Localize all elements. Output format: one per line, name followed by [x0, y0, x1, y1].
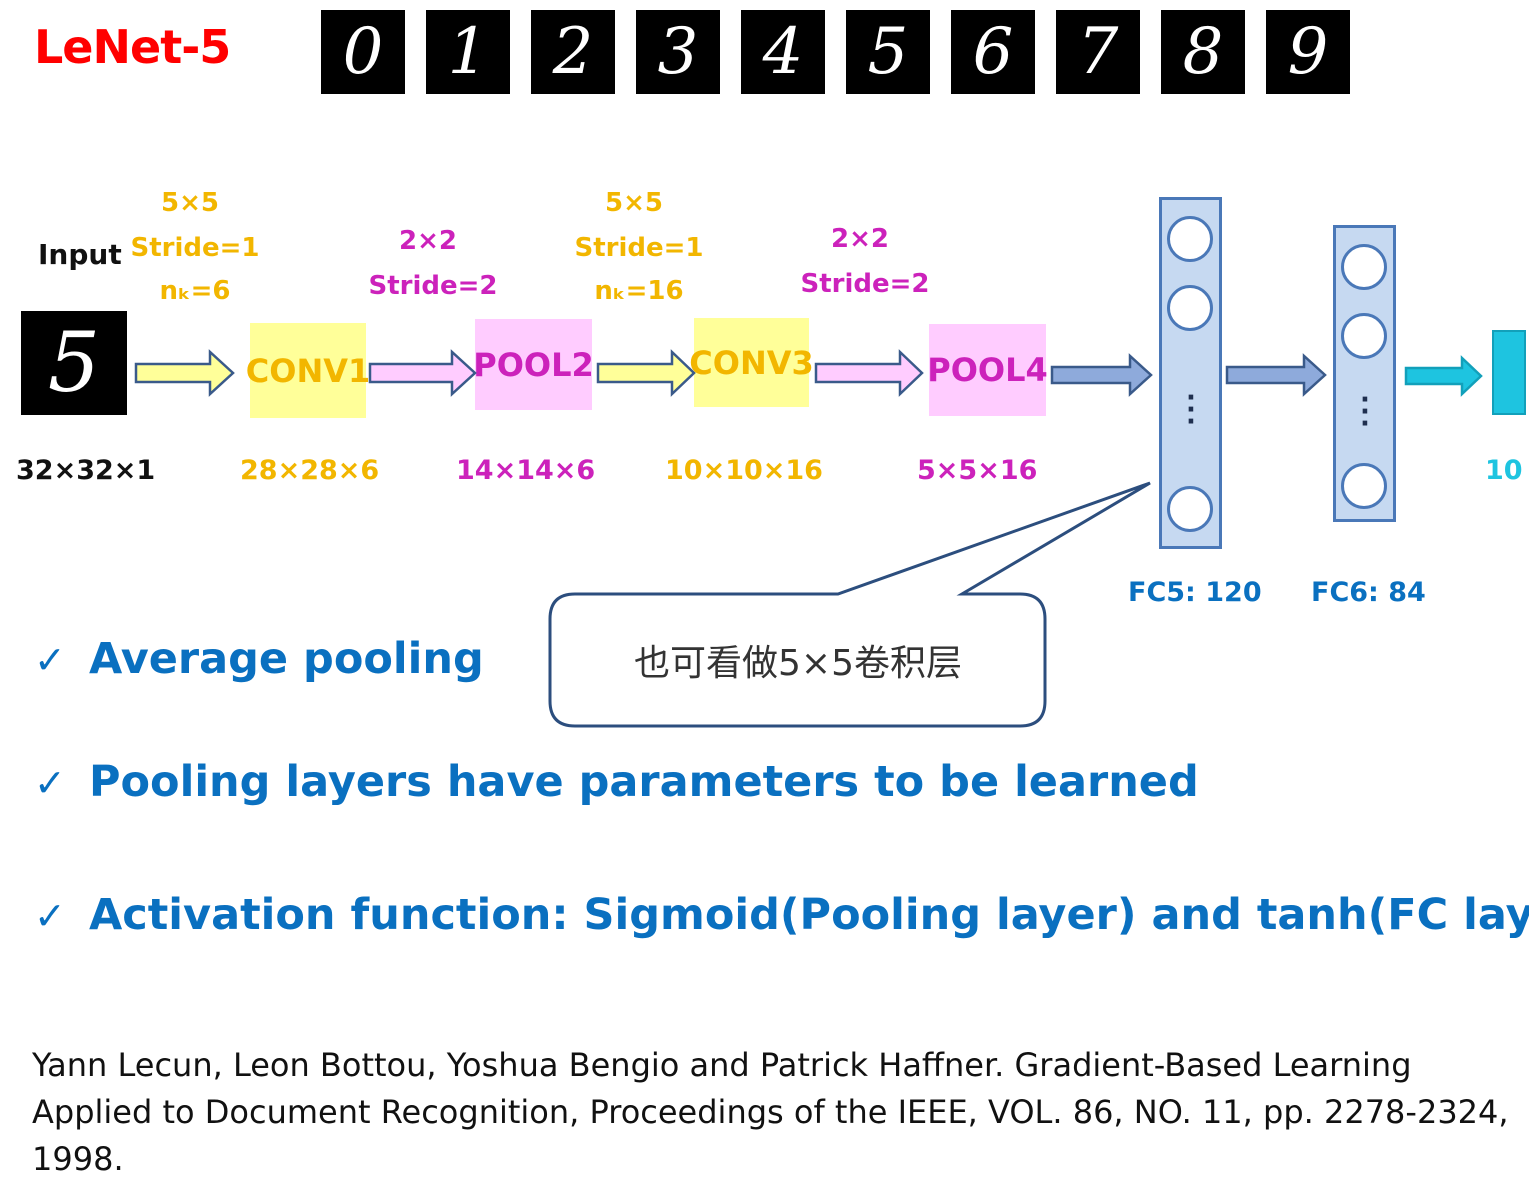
pool2-box: POOL2 — [473, 319, 594, 410]
conv1-stride: Stride=1 — [130, 233, 260, 263]
output-layer — [1492, 330, 1526, 415]
digit-image: 6 — [951, 10, 1035, 94]
digit-image: 9 — [1266, 10, 1350, 94]
neuron-node — [1341, 244, 1387, 290]
checkmark-icon: ✓ — [34, 894, 66, 938]
neuron-node — [1341, 463, 1387, 509]
citation: Yann Lecun, Leon Bottou, Yoshua Bengio a… — [32, 1046, 1509, 1178]
bullet-text: Average pooling — [88, 634, 484, 684]
bullet-text: Pooling layers have parameters to be lea… — [88, 757, 1199, 807]
arrow-pool2-conv3 — [596, 349, 696, 397]
flow-arrows — [134, 349, 1483, 728]
conv1-dims: 28×28×6 — [240, 455, 380, 486]
digit-image: 7 — [1056, 10, 1140, 94]
pool4-stride: Stride=2 — [800, 269, 930, 299]
conv3-nk: nₖ=16 — [594, 276, 684, 306]
neuron-node — [1167, 216, 1213, 262]
conv3-box: CONV3 — [689, 318, 814, 407]
fc6-label: FC6: 84 — [1311, 577, 1426, 608]
vertical-dots-icon: ··· — [1360, 385, 1370, 439]
bullet-item: ✓ Average pooling — [34, 634, 484, 684]
arrow-input-conv1 — [134, 349, 235, 397]
page-title: LeNet-5 — [34, 20, 231, 74]
arrow-fc5-fc6 — [1225, 353, 1327, 397]
input-dims: 32×32×1 — [16, 455, 156, 486]
checkmark-icon: ✓ — [34, 761, 66, 805]
neuron-node — [1167, 486, 1213, 532]
pool2-stride: Stride=2 — [368, 271, 498, 301]
digit-image: 5 — [846, 10, 930, 94]
input-label: Input — [38, 238, 122, 271]
pool2-kernel: 2×2 — [399, 226, 457, 256]
conv1-nk: nₖ=6 — [159, 276, 231, 306]
digit-image: 2 — [531, 10, 615, 94]
digit-image: 1 — [426, 10, 510, 94]
mnist-digit-strip: 0 1 2 3 4 5 6 7 8 9 — [321, 10, 1350, 96]
checkmark-icon: ✓ — [34, 638, 66, 682]
pool4-kernel: 2×2 — [831, 224, 889, 254]
callout-text: 也可看做5×5卷积层 — [634, 643, 962, 684]
arrow-conv3-pool4 — [814, 349, 924, 397]
neuron-node — [1341, 313, 1387, 359]
pool2-dims: 14×14×6 — [456, 455, 596, 486]
conv3-dims: 10×10×16 — [665, 455, 823, 486]
arrow-conv1-pool2 — [368, 349, 477, 397]
bullet-text: Activation function: Sigmoid(Pooling lay… — [88, 890, 1529, 940]
conv3-kernel: 5×5 — [605, 188, 663, 218]
conv1-kernel: 5×5 — [161, 188, 219, 218]
fc6-layer: ··· — [1333, 225, 1396, 522]
arrow-pool4-fc5 — [1050, 353, 1153, 397]
output-label: 10 — [1485, 455, 1523, 486]
fc5-layer: ··· — [1159, 197, 1222, 549]
vertical-dots-icon: ··· — [1186, 383, 1196, 437]
pool4-dims: 5×5×16 — [917, 455, 1038, 486]
conv1-box: CONV1 — [246, 323, 370, 418]
conv3-stride: Stride=1 — [574, 233, 704, 263]
digit-image: 4 — [741, 10, 825, 94]
callout-bubble — [548, 481, 1151, 728]
digit-image: 3 — [636, 10, 720, 94]
digit-image: 8 — [1161, 10, 1245, 94]
input-image: 5 — [21, 311, 127, 415]
arrow-fc6-output — [1404, 355, 1483, 397]
neuron-node — [1167, 285, 1213, 331]
bullet-item: ✓ Pooling layers have parameters to be l… — [34, 757, 1199, 807]
bullet-item: ✓ Activation function: Sigmoid(Pooling l… — [34, 890, 1529, 940]
pool4-box: POOL4 — [927, 324, 1048, 416]
fc5-label: FC5: 120 — [1128, 577, 1262, 608]
digit-image: 0 — [321, 10, 405, 94]
